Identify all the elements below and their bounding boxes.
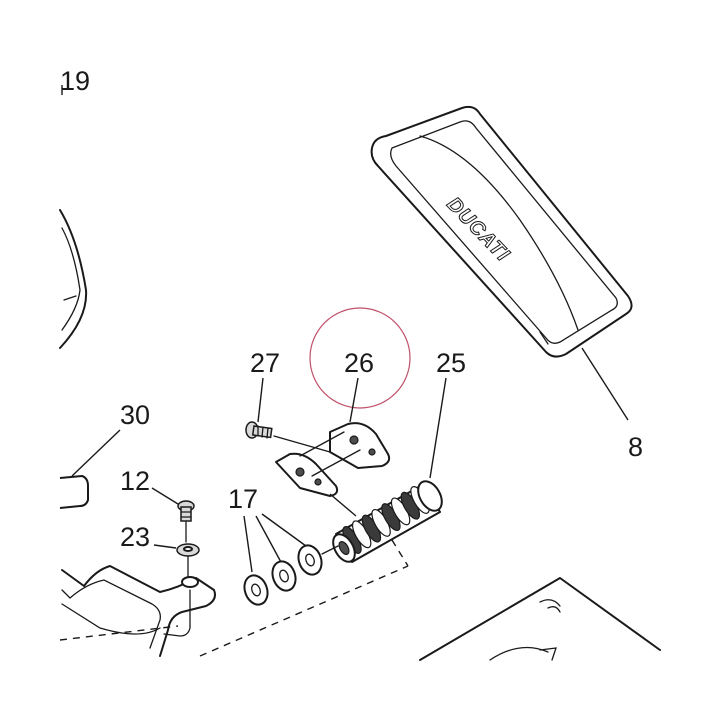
callout-12: 12 xyxy=(120,466,150,496)
leader-17-c xyxy=(261,513,307,547)
callout-8: 8 xyxy=(628,432,643,462)
callout-26: 26 xyxy=(344,348,374,378)
part-23-washer xyxy=(176,543,200,577)
leader-17-a xyxy=(243,515,253,573)
part-17-washers xyxy=(243,544,323,606)
callout-30: 30 xyxy=(120,400,150,430)
dashline-center xyxy=(199,565,409,657)
leader-26 xyxy=(349,377,359,423)
leader-8 xyxy=(581,347,629,421)
leader-23 xyxy=(153,544,177,549)
callout-23: 23 xyxy=(120,522,150,552)
grip-ribs xyxy=(342,486,430,554)
dashline-left xyxy=(59,625,179,641)
part-26-bracket xyxy=(275,422,391,497)
leader-26-to-peg xyxy=(329,493,357,517)
dashline-center-b xyxy=(391,539,409,567)
leader-30 xyxy=(71,429,121,477)
callout-25: 25 xyxy=(436,348,466,378)
part-25-footpeg-grip xyxy=(332,480,443,563)
axis-washers-peg xyxy=(321,545,339,555)
part-30-plate xyxy=(59,475,89,509)
part-12-screw xyxy=(177,500,195,543)
leader-27 xyxy=(257,377,264,423)
part-19-frame xyxy=(59,209,88,349)
leader-17-b xyxy=(255,515,283,565)
part-8-footrest-pad xyxy=(370,105,633,358)
callout-27: 27 xyxy=(250,348,280,378)
callout-19: 19 xyxy=(60,66,90,96)
part-27-screw xyxy=(245,421,331,453)
part-lower-right-cover xyxy=(419,577,661,661)
callout-17: 17 xyxy=(228,484,258,514)
leader-12 xyxy=(151,487,179,505)
highlight-circle xyxy=(309,307,411,409)
leader-25 xyxy=(429,377,447,479)
mounting-plate xyxy=(61,565,216,657)
